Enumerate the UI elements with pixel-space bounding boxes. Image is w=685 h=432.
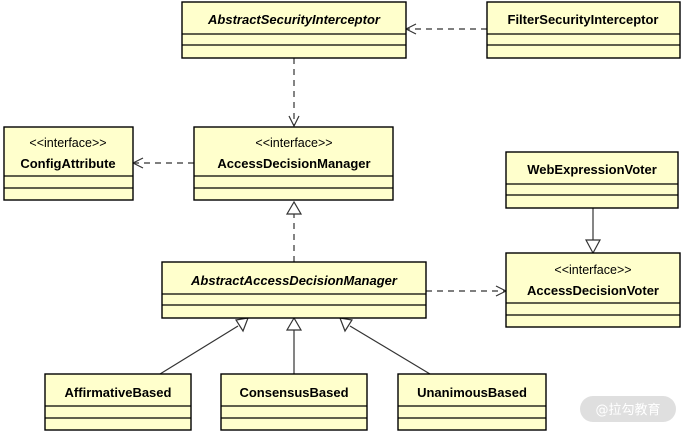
class-abstract-access-decision-manager[interactable]: AbstractAccessDecisionManager — [161, 261, 427, 319]
edge-affirmative-extends — [159, 325, 239, 375]
stereotype-label: <<interface>> — [554, 263, 631, 277]
stereotype-label: <<interface>> — [29, 136, 106, 150]
unanimous-inheritance-triangle — [339, 317, 353, 333]
class-name: ConsensusBased — [239, 385, 348, 400]
class-name: AbstractAccessDecisionManager — [190, 273, 398, 288]
interface-access-decision-voter[interactable]: <<interface>> AccessDecisionVoter — [505, 252, 681, 328]
class-affirmative-based[interactable]: AffirmativeBased — [44, 373, 192, 431]
class-filter-security-interceptor[interactable]: FilterSecurityInterceptor — [486, 1, 681, 59]
watermark-text: @拉勾教育 — [595, 402, 660, 418]
realization-triangle — [285, 200, 303, 215]
interface-access-decision-manager[interactable]: <<interface>> AccessDecisionManager — [193, 126, 394, 201]
interface-config-attribute[interactable]: <<interface>> ConfigAttribute — [3, 126, 134, 201]
class-name: WebExpressionVoter — [527, 162, 657, 177]
class-name: UnanimousBased — [417, 385, 527, 400]
affirmative-inheritance-triangle — [235, 317, 249, 333]
class-name: AffirmativeBased — [65, 385, 172, 400]
interface-name: ConfigAttribute — [20, 156, 115, 171]
watermark: @拉勾教育 — [580, 396, 676, 422]
edge-unanimous-extends — [349, 325, 431, 375]
class-name: FilterSecurityInterceptor — [508, 12, 659, 27]
stereotype-label: <<interface>> — [255, 136, 332, 150]
consensus-inheritance-triangle — [285, 316, 303, 331]
voter-realization-triangle — [584, 239, 602, 255]
class-name: AbstractSecurityInterceptor — [207, 12, 381, 27]
class-unanimous-based[interactable]: UnanimousBased — [397, 373, 547, 431]
interface-name: AccessDecisionVoter — [527, 283, 659, 298]
class-abstract-security-interceptor[interactable]: AbstractSecurityInterceptor — [181, 1, 407, 59]
class-web-expression-voter[interactable]: WebExpressionVoter — [505, 151, 679, 209]
class-consensus-based[interactable]: ConsensusBased — [220, 373, 368, 431]
interface-name: AccessDecisionManager — [217, 156, 370, 171]
diagram-edges — [133, 29, 602, 375]
